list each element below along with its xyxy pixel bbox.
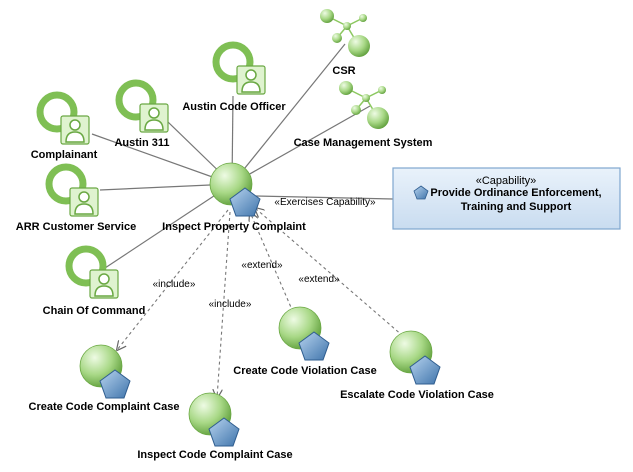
usecase-icon <box>209 162 261 217</box>
actor-label: Austin 311 <box>114 137 169 149</box>
capability-frame <box>392 167 621 230</box>
system-case-management[interactable]: Case Management System <box>294 80 433 149</box>
actor-icon <box>49 167 98 216</box>
usecase-icon <box>188 392 240 447</box>
actor-arr-customer-service[interactable]: ARR Customer Service <box>16 167 136 233</box>
extend-label-1: «extend» <box>241 260 283 271</box>
actor-complainant[interactable]: Complainant <box>31 95 98 161</box>
system-label: CSR <box>332 65 355 77</box>
assoc-case-management <box>231 105 371 185</box>
usecase-create-code-complaint-case[interactable]: Create Code Complaint Case <box>29 344 180 413</box>
actor-label: Austin Code Officer <box>182 101 286 113</box>
usecase-create-code-violation-case[interactable]: Create Code Violation Case <box>233 306 377 377</box>
actor-chain-of-command[interactable]: Chain Of Command <box>43 249 146 317</box>
actor-icon <box>40 95 89 144</box>
usecase-icon <box>79 344 131 399</box>
exercises-capability-label: «Exercises Capability» <box>274 197 376 208</box>
dependencies <box>117 208 404 398</box>
actor-label: ARR Customer Service <box>16 221 136 233</box>
usecase-label: Create Code Complaint Case <box>29 401 180 413</box>
system-icon <box>338 80 390 130</box>
exercises-capability-link: «Exercises Capability» <box>255 195 394 208</box>
assoc-complainant <box>91 133 233 185</box>
usecase-label: Inspect Code Complaint Case <box>137 449 292 461</box>
usecase-label: Inspect Property Complaint <box>162 221 306 233</box>
include-label-1: «include» <box>153 279 196 290</box>
extend-create-code-violation <box>250 212 294 313</box>
actor-icon <box>216 45 265 94</box>
usecase-inspect-property-complaint[interactable]: Inspect Property Complaint <box>162 162 306 233</box>
capability-icon <box>413 185 429 200</box>
usecase-inspect-code-complaint-case[interactable]: Inspect Code Complaint Case <box>137 392 293 461</box>
system-label: Case Management System <box>294 137 433 149</box>
assoc-chain-of-command <box>101 183 233 271</box>
actor-icon <box>119 83 168 132</box>
extend-label-2: «extend» <box>298 274 340 285</box>
actor-label: Chain Of Command <box>43 305 146 317</box>
include-inspect-code-complaint <box>217 211 231 398</box>
actor-label: Complainant <box>31 149 98 161</box>
capability-stereotype: «Capability» <box>476 175 537 187</box>
system-icon <box>319 8 371 58</box>
capability-title-line2: Training and Support <box>461 201 572 213</box>
usecase-escalate-code-violation-case[interactable]: Escalate Code Violation Case <box>340 330 494 401</box>
usecase-icon <box>278 306 330 361</box>
include-label-2: «include» <box>209 299 252 310</box>
usecase-icon <box>389 330 441 385</box>
extend-escalate-code-violation <box>255 208 404 337</box>
assoc-csr <box>231 43 346 185</box>
capability-box[interactable]: «Capability» Provide Ordinance Enforceme… <box>392 167 621 230</box>
system-csr[interactable]: CSR <box>319 8 371 77</box>
usecase-label: Escalate Code Violation Case <box>340 389 494 401</box>
usecase-label: Create Code Violation Case <box>233 365 376 377</box>
actor-icon <box>69 249 118 298</box>
actor-austin-311[interactable]: Austin 311 <box>114 83 169 149</box>
capability-title-line1: Provide Ordinance Enforcement, <box>430 187 601 199</box>
actor-austin-code-officer[interactable]: Austin Code Officer <box>182 45 286 113</box>
